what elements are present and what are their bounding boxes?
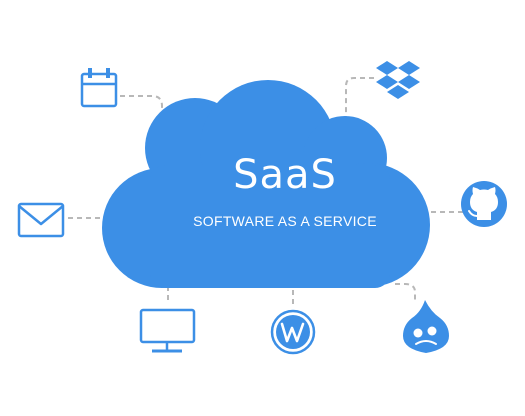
wordpress-icon (270, 309, 316, 355)
diagram-title: SaaS (233, 152, 337, 198)
drupal-icon (403, 300, 449, 353)
connector-calendar (120, 95, 163, 118)
cloud-shape (102, 80, 430, 288)
calendar-icon (80, 68, 118, 108)
connector-drupal (395, 283, 416, 300)
connector-lines (68, 77, 463, 308)
diagram-subtitle: SOFTWARE AS A SERVICE (193, 213, 377, 229)
connector-dropbox (345, 77, 374, 124)
github-icon (461, 181, 507, 227)
mail-icon (17, 202, 65, 238)
dropbox-icon (376, 61, 420, 99)
monitor-icon (139, 308, 196, 353)
